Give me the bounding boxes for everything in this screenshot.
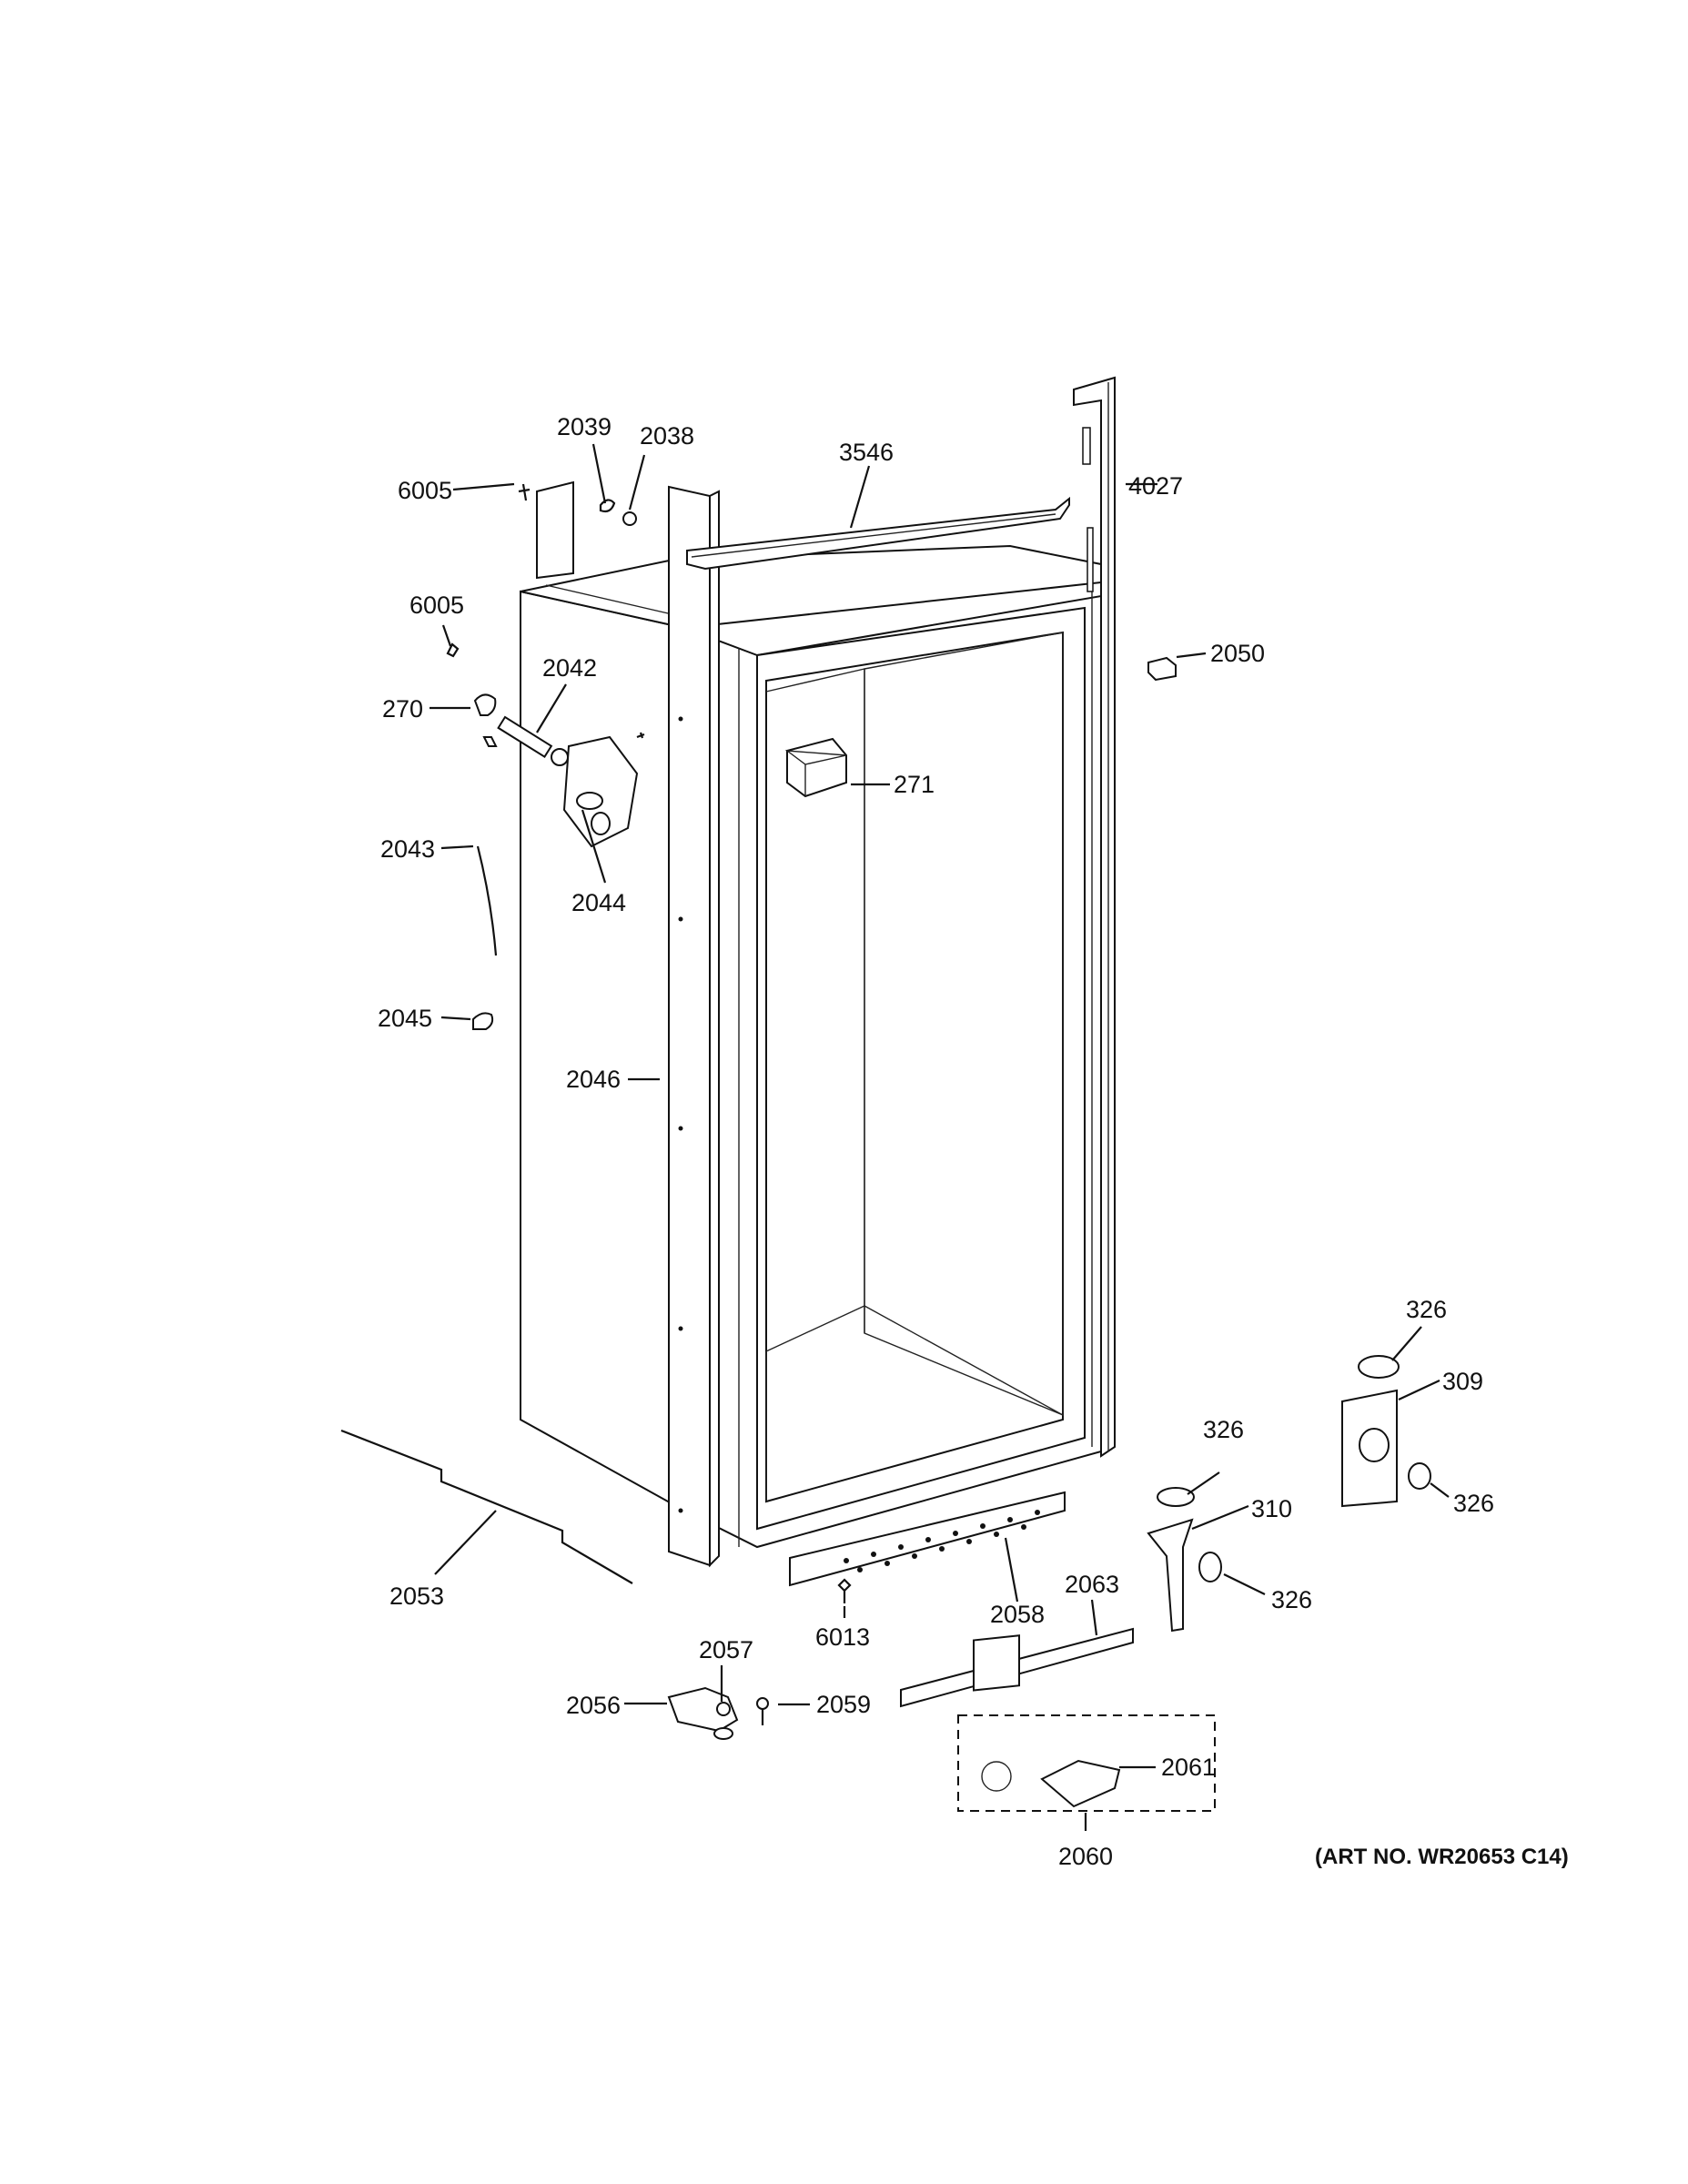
- callout-2057: 2057: [699, 1636, 753, 1663]
- callout-2053: 2053: [389, 1582, 444, 1610]
- callout-2058: 2058: [990, 1601, 1045, 1628]
- callout-3546: 3546: [839, 439, 894, 466]
- left-trim-strip: [668, 485, 720, 1568]
- callout-2061: 2061: [1161, 1754, 1216, 1781]
- screw-6013: [837, 1578, 852, 1603]
- kick-plate: [789, 1491, 1066, 1587]
- callout-2039: 2039: [557, 413, 612, 440]
- callout-2038: 2038: [640, 422, 694, 450]
- callout-2043: 2043: [380, 835, 435, 863]
- callout-270: 270: [382, 695, 423, 723]
- callout-310: 310: [1251, 1495, 1292, 1522]
- callout-2045: 2045: [378, 1005, 432, 1032]
- callout-6005-top: 6005: [398, 477, 452, 504]
- callout-2063: 2063: [1065, 1571, 1119, 1598]
- right-trim-strip: [1073, 376, 1116, 1458]
- callout-271: 271: [894, 771, 935, 798]
- callout-309: 309: [1442, 1368, 1483, 1395]
- callout-2046: 2046: [566, 1066, 621, 1093]
- callout-2059: 2059: [816, 1691, 871, 1718]
- hinge-bracket-309: [1341, 1355, 1431, 1508]
- callout-326-top: 326: [1406, 1296, 1447, 1323]
- upper-hinge-parts: [518, 480, 637, 580]
- lower-hinge-bracket: [667, 1686, 739, 1740]
- callout-6013: 6013: [815, 1623, 870, 1651]
- callout-326-right: 326: [1453, 1490, 1494, 1517]
- callout-2060: 2060: [1058, 1843, 1113, 1870]
- fan-assembly-box: [957, 1634, 1216, 1812]
- callout-2056: 2056: [566, 1692, 621, 1719]
- callout-326-bottom: 326: [1271, 1586, 1312, 1613]
- callout-4027: 4027: [1128, 472, 1183, 500]
- top-trim: [686, 496, 1070, 571]
- part-271-box: [784, 737, 847, 798]
- callout-326-mid: 326: [1203, 1416, 1244, 1443]
- cabinet-case: [520, 544, 1102, 1549]
- hinge-bracket-310: [1147, 1487, 1222, 1633]
- callout-2042: 2042: [542, 654, 597, 682]
- callout-2050: 2050: [1210, 640, 1265, 667]
- screw-2059: [756, 1697, 769, 1725]
- part-2050-clip: [1147, 656, 1177, 682]
- floor-baseline: [340, 1429, 633, 1584]
- art-number: (ART NO. WR20653 C14): [1315, 1845, 1569, 1869]
- callout-6005-mid: 6005: [409, 592, 464, 619]
- leader-lines: [430, 443, 1450, 1831]
- hinge-pin-parts: [446, 642, 645, 1030]
- callout-2044: 2044: [571, 889, 626, 916]
